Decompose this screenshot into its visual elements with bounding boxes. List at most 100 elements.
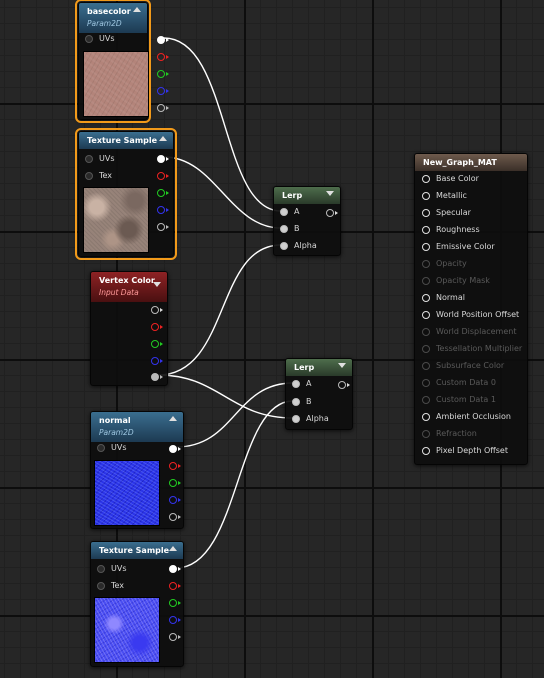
output-pin-green-icon[interactable] <box>151 340 163 348</box>
collapse-arrow-icon[interactable] <box>169 546 177 551</box>
input-pin-a[interactable]: A <box>280 206 299 218</box>
material-input-pin[interactable]: Opacity <box>422 258 467 270</box>
collapse-arrow-icon[interactable] <box>326 191 334 196</box>
input-pin-icon[interactable] <box>422 311 430 319</box>
output-pin-white-icon[interactable] <box>157 36 169 44</box>
input-pin-icon[interactable] <box>292 415 300 423</box>
lerp-node[interactable]: Lerp A B Alpha <box>273 186 341 256</box>
texture-sample-node-header[interactable]: Texture Sample <box>91 542 183 559</box>
input-pin-icon[interactable] <box>422 362 430 370</box>
output-pin-blue-icon[interactable] <box>157 87 169 95</box>
material-input-pin[interactable]: Pixel Depth Offset <box>422 445 508 457</box>
input-pin-alpha[interactable]: Alpha <box>292 413 329 425</box>
material-input-pin[interactable]: Base Color <box>422 173 479 185</box>
input-pin-icon[interactable] <box>97 444 105 452</box>
output-pin-blue-icon[interactable] <box>169 616 181 624</box>
input-pin-alpha[interactable]: Alpha <box>280 240 317 252</box>
input-pin-icon[interactable] <box>422 243 430 251</box>
material-input-pin[interactable]: Custom Data 0 <box>422 377 496 389</box>
output-pin-white-icon[interactable] <box>169 565 181 573</box>
material-input-pin[interactable]: Tessellation Multiplier <box>422 343 522 355</box>
output-pin-white-icon[interactable] <box>151 306 163 314</box>
material-input-pin[interactable]: Custom Data 1 <box>422 394 496 406</box>
input-pin-b[interactable]: B <box>280 223 300 235</box>
material-input-pin[interactable]: Opacity Mask <box>422 275 490 287</box>
input-pin-icon[interactable] <box>422 447 430 455</box>
input-pin-a[interactable]: A <box>292 378 311 390</box>
collapse-arrow-icon[interactable] <box>169 416 177 421</box>
input-pin-icon[interactable] <box>422 209 430 217</box>
output-pin-blue-icon[interactable] <box>157 206 169 214</box>
input-pin-b[interactable]: B <box>292 396 312 408</box>
input-pin-icon[interactable] <box>422 192 430 200</box>
input-pin-uvs[interactable]: UVs <box>85 153 115 165</box>
input-pin-uvs[interactable]: UVs <box>97 442 127 454</box>
material-input-pin[interactable]: Roughness <box>422 224 480 236</box>
input-pin-icon[interactable] <box>85 155 93 163</box>
output-pin-green-icon[interactable] <box>169 479 181 487</box>
output-pin-red-icon[interactable] <box>169 462 181 470</box>
collapse-arrow-icon[interactable] <box>159 136 167 141</box>
material-input-pin[interactable]: World Displacement <box>422 326 516 338</box>
material-input-pin[interactable]: Ambient Occlusion <box>422 411 511 423</box>
output-pin-alpha-icon[interactable] <box>169 513 181 521</box>
texture-sample-node[interactable]: Texture Sample UVs Tex <box>75 128 177 260</box>
collapse-arrow-icon[interactable] <box>133 7 141 12</box>
material-input-pin[interactable]: Refraction <box>422 428 477 440</box>
output-pin-blue-icon[interactable] <box>169 496 181 504</box>
input-pin-icon[interactable] <box>422 277 430 285</box>
input-pin-icon[interactable] <box>422 328 430 336</box>
output-pin-red-icon[interactable] <box>169 582 181 590</box>
vertex-color-node-header[interactable]: Vertex Color Input Data <box>91 272 167 302</box>
input-pin-icon[interactable] <box>422 175 430 183</box>
material-input-pin[interactable]: Metallic <box>422 190 467 202</box>
input-pin-icon[interactable] <box>422 430 430 438</box>
input-pin-icon[interactable] <box>422 260 430 268</box>
material-result-node-header[interactable]: New_Graph_MAT <box>415 154 527 171</box>
input-pin-icon[interactable] <box>422 345 430 353</box>
output-pin-red-icon[interactable] <box>151 323 163 331</box>
basecolor-node-header[interactable]: basecolor Param2D <box>79 3 147 33</box>
output-pin-icon[interactable] <box>326 209 338 217</box>
output-pin-green-icon[interactable] <box>157 70 169 78</box>
vertex-color-node[interactable]: Vertex Color Input Data <box>90 271 168 386</box>
lerp-node-header[interactable]: Lerp <box>286 359 352 376</box>
input-pin-tex[interactable]: Tex <box>85 170 112 182</box>
input-pin-uvs[interactable]: UVs <box>97 563 127 575</box>
input-pin-uvs[interactable]: UVs <box>85 33 115 45</box>
output-pin-blue-icon[interactable] <box>151 357 163 365</box>
texture-sample-node-header[interactable]: Texture Sample <box>79 132 173 149</box>
output-pin-green-icon[interactable] <box>169 599 181 607</box>
material-input-pin[interactable]: Normal <box>422 292 465 304</box>
input-pin-icon[interactable] <box>97 582 105 590</box>
input-pin-icon[interactable] <box>280 242 288 250</box>
normal-node-header[interactable]: normal Param2D <box>91 412 183 442</box>
output-pin-icon[interactable] <box>338 381 350 389</box>
input-pin-icon[interactable] <box>85 172 93 180</box>
input-pin-icon[interactable] <box>85 35 93 43</box>
input-pin-icon[interactable] <box>422 413 430 421</box>
input-pin-icon[interactable] <box>422 294 430 302</box>
output-pin-alpha-icon[interactable] <box>169 633 181 641</box>
input-pin-icon[interactable] <box>280 208 288 216</box>
collapse-arrow-icon[interactable] <box>338 363 346 368</box>
input-pin-icon[interactable] <box>422 396 430 404</box>
input-pin-icon[interactable] <box>280 225 288 233</box>
texture-sample-node[interactable]: Texture Sample UVs Tex <box>90 541 184 667</box>
material-input-pin[interactable]: Subsurface Color <box>422 360 504 372</box>
material-input-pin[interactable]: Emissive Color <box>422 241 495 253</box>
basecolor-node[interactable]: basecolor Param2D UVs <box>75 0 169 123</box>
output-pin-white-icon[interactable] <box>157 155 169 163</box>
output-pin-alpha-icon[interactable] <box>157 223 169 231</box>
output-pin-alpha-icon[interactable] <box>157 104 169 112</box>
input-pin-icon[interactable] <box>422 379 430 387</box>
collapse-arrow-icon[interactable] <box>153 282 161 287</box>
input-pin-tex[interactable]: Tex <box>97 580 124 592</box>
lerp-node[interactable]: Lerp A B Alpha <box>285 358 353 430</box>
output-pin-alpha-icon[interactable] <box>151 373 163 381</box>
material-input-pin[interactable]: World Position Offset <box>422 309 519 321</box>
output-pin-red-icon[interactable] <box>157 53 169 61</box>
output-pin-green-icon[interactable] <box>157 189 169 197</box>
input-pin-icon[interactable] <box>422 226 430 234</box>
